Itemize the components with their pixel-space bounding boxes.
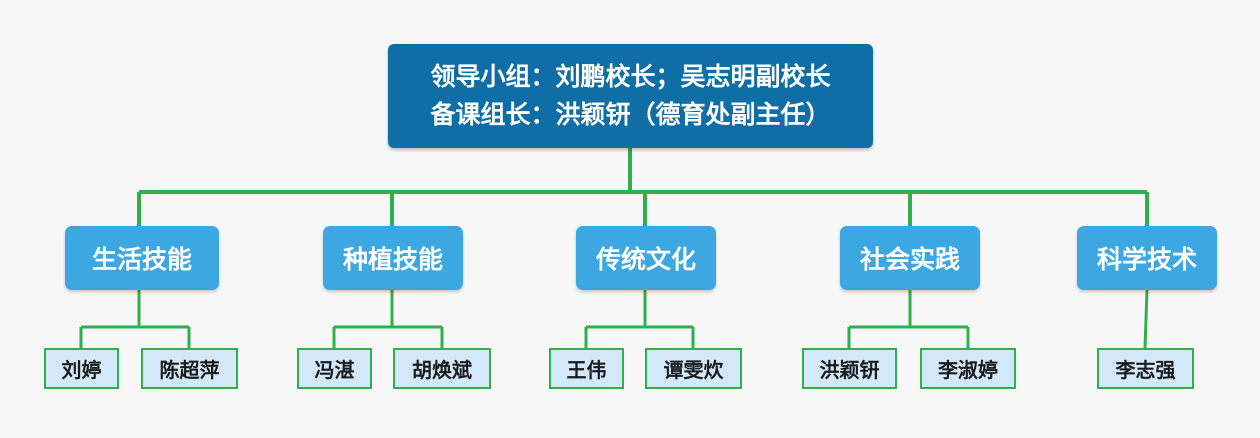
member-box: 李志强 — [1097, 348, 1194, 389]
member-connector-lines — [79, 289, 1149, 349]
category-science-tech: 科学技术 — [1077, 226, 1217, 290]
prep-group-leader-line: 备课组长：洪颖钘（德育处副主任） — [430, 100, 831, 129]
category-life-skills: 生活技能 — [65, 226, 219, 290]
leadership-box: 领导小组：刘鹏校长；吴志明副校长 备课组长：洪颖钘（德育处副主任） — [388, 44, 873, 148]
member-box: 洪颖钘 — [802, 348, 897, 389]
category-planting-skills: 种植技能 — [323, 226, 463, 290]
member-box: 胡焕斌 — [393, 348, 491, 389]
member-stem-line — [1143, 289, 1149, 349]
member-box: 谭雯炊 — [645, 348, 742, 389]
leadership-group-line: 领导小组：刘鹏校长；吴志明副校长 — [430, 62, 831, 91]
member-box: 李淑婷 — [920, 348, 1016, 389]
member-box: 刘婷 — [44, 348, 119, 389]
member-box: 王伟 — [549, 348, 624, 389]
top-connector-lines — [137, 148, 1149, 226]
member-box: 陈超萍 — [141, 348, 238, 389]
category-social-practice: 社会实践 — [840, 226, 980, 290]
category-traditional-culture: 传统文化 — [576, 226, 716, 290]
member-box: 冯湛 — [297, 348, 372, 389]
